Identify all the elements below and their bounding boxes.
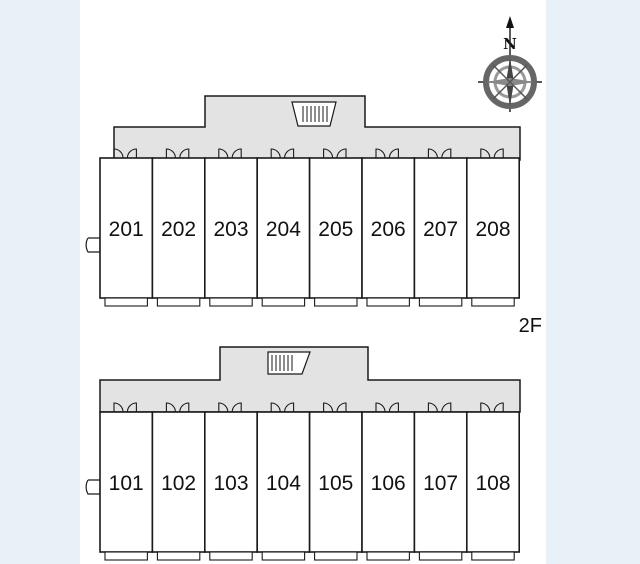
door-icon: [336, 402, 347, 413]
unit-208: 208: [465, 148, 520, 307]
floor-label-2f: 2F: [519, 315, 542, 337]
floor-label-1f: 1F: [519, 561, 542, 564]
door-icon: [179, 402, 190, 413]
staircase-2f: [291, 101, 337, 127]
unit-number-label: 105: [318, 472, 353, 495]
door-icon: [113, 148, 124, 159]
door-icon: [270, 402, 281, 413]
balcony: [314, 297, 358, 307]
balcony: [156, 297, 201, 307]
door-icon: [441, 148, 452, 159]
unit-103: 103: [204, 402, 259, 561]
unit-number-label: 107: [423, 472, 458, 495]
floor-2f-plan: 201 202 203 204 205 206 207 208 2F: [85, 95, 542, 337]
door-icon: [441, 402, 452, 413]
door-icon: [336, 148, 347, 159]
unit-number-label: 207: [423, 218, 458, 241]
unit-number-label: 206: [371, 218, 406, 241]
door-icon: [231, 402, 242, 413]
unit-203: 203: [204, 148, 259, 307]
balcony: [261, 297, 306, 307]
unit-number-label: 204: [266, 218, 301, 241]
door-icon: [179, 148, 190, 159]
balcony: [418, 297, 463, 307]
unit-107: 107: [413, 402, 468, 561]
door-icon: [284, 148, 295, 159]
door-icon: [493, 148, 504, 159]
door-icon: [323, 402, 334, 413]
balcony: [156, 551, 201, 561]
side-door-1f: [85, 479, 101, 495]
balcony: [104, 551, 148, 561]
balcony: [209, 551, 253, 561]
door-icon: [375, 402, 386, 413]
door-icon: [427, 402, 438, 413]
door-icon: [126, 402, 137, 413]
door-icon: [231, 148, 242, 159]
unit-207: 207: [413, 148, 468, 307]
unit-number-label: 201: [109, 218, 144, 241]
unit-206: 206: [361, 148, 416, 307]
floor-plan-svg: N: [85, 16, 542, 564]
door-icon: [480, 402, 491, 413]
balcony: [471, 297, 515, 307]
unit-number-label: 106: [371, 472, 406, 495]
door-icon: [270, 148, 281, 159]
unit-number-label: 205: [318, 218, 353, 241]
unit-101: 101: [99, 402, 154, 561]
unit-number-label: 103: [213, 472, 248, 495]
balcony: [104, 297, 148, 307]
door-icon: [113, 402, 124, 413]
door-icon: [388, 148, 399, 159]
door-icon: [284, 402, 295, 413]
unit-108: 108: [465, 402, 520, 561]
units-2f: 201 202 203 204 205 206 207 208: [99, 148, 520, 307]
unit-number-label: 101: [109, 472, 144, 495]
balcony: [366, 297, 410, 307]
balcony: [418, 551, 463, 561]
unit-number-label: 202: [161, 218, 196, 241]
door-icon: [388, 402, 399, 413]
floor-1f-plan: 101 102 103 104 105 106 107 108 1F: [85, 346, 542, 564]
balcony: [209, 297, 253, 307]
door-icon: [165, 402, 176, 413]
door-icon: [323, 148, 334, 159]
door-icon: [126, 148, 137, 159]
door-icon: [480, 148, 491, 159]
unit-number-label: 108: [475, 472, 510, 495]
balcony: [471, 551, 515, 561]
corridor-1f: [99, 346, 521, 413]
unit-106: 106: [361, 402, 416, 561]
compass-rose-icon: N: [478, 16, 542, 112]
unit-number-label: 104: [266, 472, 301, 495]
balcony: [314, 551, 358, 561]
door-icon: [218, 148, 229, 159]
unit-202: 202: [151, 148, 206, 307]
door-icon: [493, 402, 504, 413]
unit-105: 105: [308, 402, 363, 561]
balcony: [261, 551, 306, 561]
unit-201: 201: [99, 148, 154, 307]
unit-204: 204: [256, 148, 311, 307]
door-icon: [375, 148, 386, 159]
units-1f: 101 102 103 104 105 106 107 108: [99, 402, 520, 561]
unit-number-label: 102: [161, 472, 196, 495]
floor-plan-canvas: N: [80, 0, 546, 564]
door-icon: [427, 148, 438, 159]
unit-205: 205: [308, 148, 363, 307]
unit-number-label: 203: [213, 218, 248, 241]
door-icon: [165, 148, 176, 159]
balcony: [366, 551, 410, 561]
staircase-1f: [267, 351, 311, 375]
unit-104: 104: [256, 402, 311, 561]
door-icon: [218, 402, 229, 413]
unit-102: 102: [151, 402, 206, 561]
side-door-2f: [85, 237, 101, 253]
unit-number-label: 208: [475, 218, 510, 241]
